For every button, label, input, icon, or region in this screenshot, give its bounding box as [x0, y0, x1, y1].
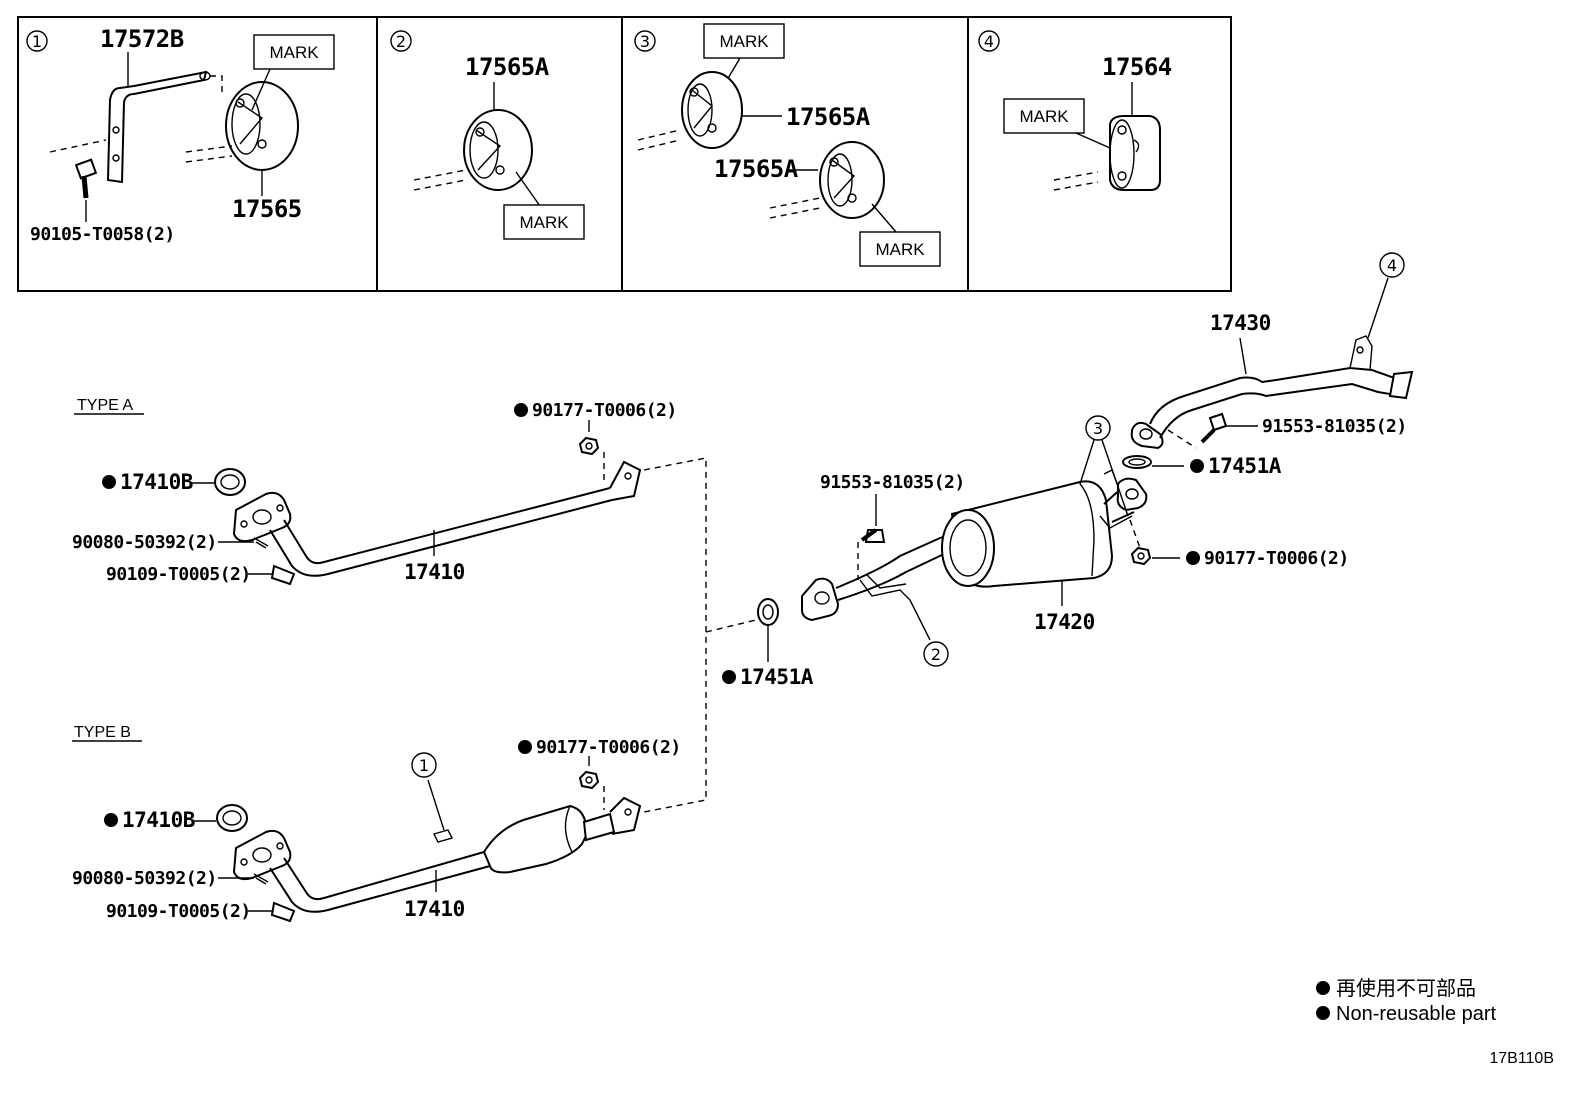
nut-icon	[578, 436, 600, 456]
legend-english: Non-reusable part	[1336, 1003, 1497, 1025]
part-17451a-center-label[interactable]: 17451A	[740, 665, 814, 689]
hanger-rubber-icon	[463, 109, 533, 191]
hanger-rubber-icon	[681, 71, 743, 149]
bolt-icon	[860, 528, 886, 543]
part-17410b-label[interactable]: 17410B	[120, 470, 193, 494]
panel-4: 4 17564 MARK	[978, 30, 1172, 191]
panel-3-number: 3	[640, 32, 650, 51]
panel-2: 2 17565A MARK	[390, 30, 585, 240]
part-17420-label[interactable]: 17420	[1034, 610, 1095, 634]
non-reusable-dot-icon	[514, 403, 528, 417]
part-17565a-label[interactable]: 17565A	[465, 53, 550, 81]
type-a-label: TYPE A	[77, 397, 133, 414]
part-17572b-label[interactable]: 17572B	[100, 25, 184, 53]
part-90105-label[interactable]: 90105-T0058(2)	[30, 224, 175, 245]
panel-4-number: 4	[984, 32, 994, 51]
part-17451a-right-label[interactable]: 17451A	[1208, 454, 1282, 478]
legend-japanese: 再使用不可部品	[1336, 977, 1476, 1000]
nut-icon	[578, 770, 600, 790]
part-90109-type-a-label[interactable]: 90109-T0005(2)	[106, 564, 251, 585]
part-91553-left-label[interactable]: 91553-81035(2)	[820, 472, 965, 493]
mark-label-p3b: MARK	[875, 240, 925, 259]
connection-dashed-line	[705, 619, 757, 633]
mark-label-p3a: MARK	[719, 32, 769, 51]
part-91553-right-label[interactable]: 91553-81035(2)	[1262, 416, 1407, 437]
part-17565a-upper-label[interactable]: 17565A	[786, 103, 871, 131]
hanger-rubber-icon	[225, 81, 299, 171]
mark-label-p4: MARK	[1019, 107, 1069, 126]
part-17564-label[interactable]: 17564	[1102, 53, 1172, 81]
non-reusable-dot-icon	[102, 475, 116, 489]
gasket-17451a-center: 17451A	[722, 598, 814, 689]
part-90109-type-b-label[interactable]: 90109-T0005(2)	[106, 901, 251, 922]
non-reusable-dot-icon	[1190, 459, 1204, 473]
legend: 再使用不可部品 Non-reusable part	[1316, 977, 1497, 1025]
panel-2-number: 2	[396, 32, 406, 51]
diagram-code: 17B110B	[1489, 1050, 1554, 1067]
non-reusable-dot-icon	[722, 670, 736, 684]
callout-3-number: 3	[1093, 419, 1103, 438]
part-17565a-lower-label[interactable]: 17565A	[714, 155, 799, 183]
nut-icon	[1130, 546, 1152, 566]
bolt-icon	[1200, 412, 1228, 444]
type-a-assembly: TYPE A 17410B 90177-T0006(2) 90080-50392…	[72, 397, 677, 586]
bolt-icon	[74, 158, 98, 199]
non-reusable-dot-icon	[1186, 551, 1200, 565]
part-90177-right-label[interactable]: 90177-T0006(2)	[1204, 548, 1349, 569]
non-reusable-dot-icon	[518, 740, 532, 754]
part-17410b-type-b-label[interactable]: 17410B	[122, 808, 195, 832]
part-17410-type-b-label[interactable]: 17410	[404, 897, 465, 921]
tail-pipe-assembly: 4 17430 91553-81035(2) 17451A	[1122, 252, 1414, 478]
part-90177-type-a-label[interactable]: 90177-T0006(2)	[532, 400, 677, 421]
callout-4-number: 4	[1387, 256, 1397, 275]
connection-dashed-line	[643, 457, 707, 813]
type-b-assembly: TYPE B 17410B 1 90177-T00	[72, 724, 681, 923]
callout-2-number: 2	[931, 645, 941, 664]
catalytic-converter-icon	[482, 804, 616, 874]
mark-label-p1: MARK	[269, 43, 319, 62]
part-90080-type-b-label[interactable]: 90080-50392(2)	[72, 868, 217, 889]
part-17430-label[interactable]: 17430	[1210, 311, 1271, 335]
muffler-assembly: 2 3 90177-T0006(2) 91553-81035(2)	[801, 415, 1349, 667]
hanger-rubber-icon	[1109, 115, 1161, 191]
panel-1: 1 17572B 90105-T0058(2) MARK 17565	[26, 25, 335, 245]
non-reusable-dot-icon	[104, 813, 118, 827]
non-reusable-dot-icon	[1316, 981, 1330, 995]
callout-1-number: 1	[419, 756, 429, 775]
hanger-rubber-icon	[819, 141, 885, 219]
part-90080-type-a-label[interactable]: 90080-50392(2)	[72, 532, 217, 553]
non-reusable-dot-icon	[1316, 1006, 1330, 1020]
part-90177-type-b-label[interactable]: 90177-T0006(2)	[536, 737, 681, 758]
type-b-label: TYPE B	[74, 724, 131, 741]
detail-panels-frame	[17, 16, 1232, 292]
mark-label-p2: MARK	[519, 213, 569, 232]
part-17565-label[interactable]: 17565	[232, 195, 302, 223]
panel-3: 3 MARK 17565A 17565A MARK	[634, 23, 941, 267]
panel-1-number: 1	[32, 32, 42, 51]
part-17410-type-a-label[interactable]: 17410	[404, 560, 465, 584]
